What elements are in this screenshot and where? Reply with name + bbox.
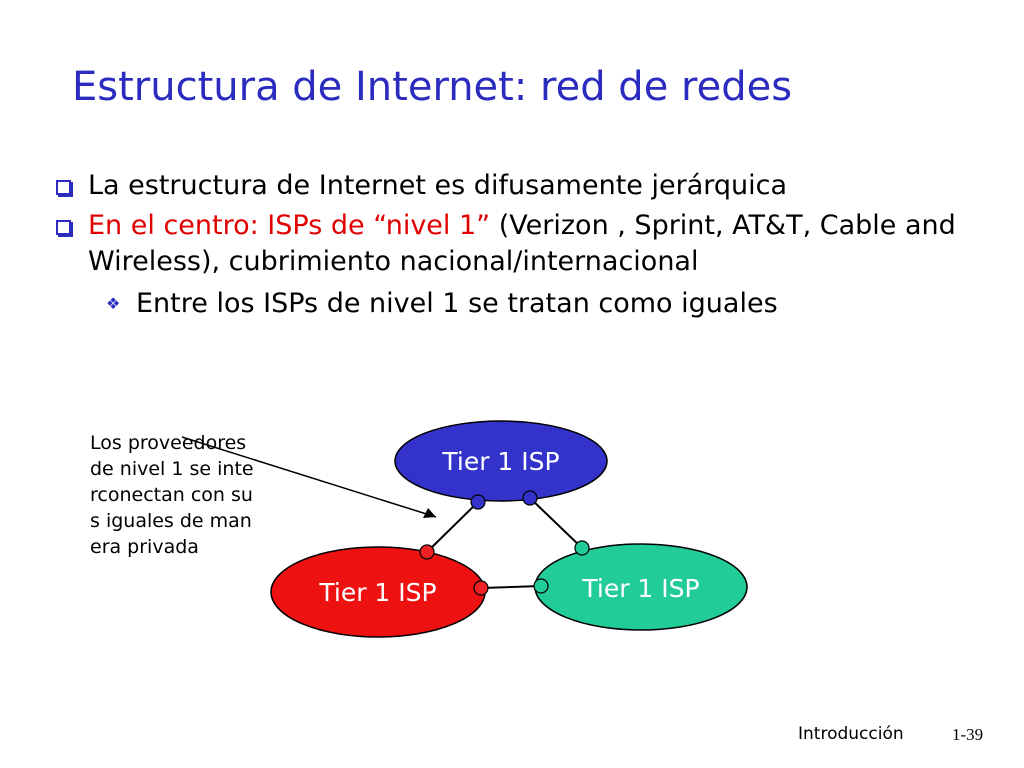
- isp-node-top: [394, 420, 608, 502]
- sub-bullet-item: ❖ Entre los ISPs de nivel 1 se tratan co…: [56, 286, 996, 322]
- peering-point: [522, 490, 538, 506]
- bullet-highlight-text: En el centro: ISPs de “nivel 1”: [88, 210, 491, 241]
- footer-section-label: Introducción: [798, 724, 904, 744]
- caption-pointer-line: [181, 436, 437, 518]
- peering-point: [574, 540, 590, 556]
- square-bullet-icon: [56, 220, 71, 235]
- peering-point: [473, 580, 489, 596]
- page-number: 1-39: [952, 725, 984, 744]
- peering-point: [470, 494, 486, 510]
- bullet-item-1: La estructura de Internet es difusamente…: [56, 168, 996, 204]
- peering-point: [533, 578, 549, 594]
- bullet-item-2: En el centro: ISPs de “nivel 1” (Verizon…: [56, 208, 996, 280]
- isp-node-left-label: Tier 1 ISP: [318, 578, 436, 607]
- bullet-list: La estructura de Internet es difusamente…: [56, 168, 996, 322]
- link-top-right: [529, 497, 583, 549]
- isp-node-top-label: Tier 1 ISP: [441, 447, 559, 476]
- link-left-right: [480, 585, 542, 589]
- slide-title: Estructura de Internet: red de redes: [72, 64, 793, 110]
- bullet-text: (Verizon , Sprint, AT&T, Cable and Wirel…: [88, 210, 956, 277]
- square-bullet-icon: [56, 180, 71, 195]
- caption-arrowhead-icon: [423, 508, 436, 518]
- link-top-left: [426, 501, 479, 553]
- peering-point: [419, 544, 435, 560]
- isp-node-right-label: Tier 1 ISP: [581, 574, 699, 603]
- diamond-bullet-icon: ❖: [106, 294, 121, 313]
- diagram-caption: Los proveedores de nivel 1 se interconec…: [90, 432, 254, 558]
- bullet-text: La estructura de Internet es difusamente…: [88, 170, 788, 201]
- sub-bullet-text: Entre los ISPs de nivel 1 se tratan como…: [136, 288, 778, 319]
